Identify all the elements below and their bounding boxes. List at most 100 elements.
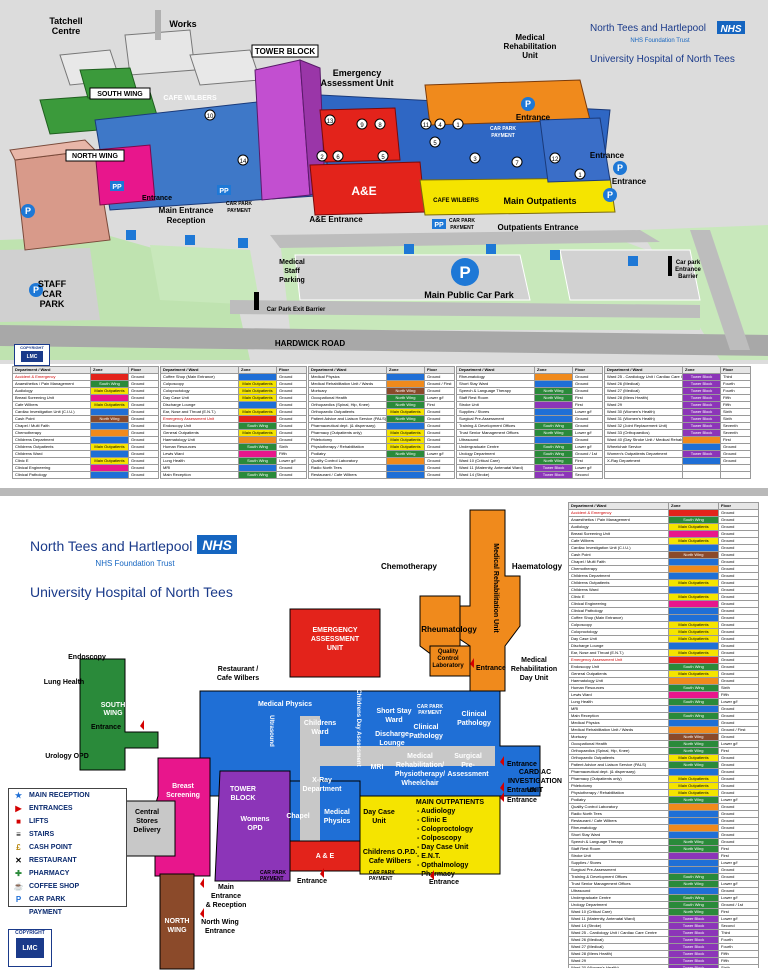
department-cell: Ward 33 (Orthopaedics) bbox=[604, 429, 683, 437]
cafe-wilbers-label: CAFE WILBERS bbox=[433, 198, 479, 204]
svg-text:12: 12 bbox=[552, 157, 559, 163]
floor-cell: Ground bbox=[718, 579, 759, 587]
tower-block-zone bbox=[214, 770, 291, 882]
table-row: Pharmaceutical dept. (& dispensary)Groun… bbox=[308, 422, 455, 430]
carpark-barrier-label: Barrier bbox=[678, 274, 698, 280]
zone-cell: Tower Block bbox=[682, 408, 721, 416]
department-cell: Lung Health bbox=[568, 698, 669, 706]
zone-cell: North Wing bbox=[668, 845, 719, 853]
zone-cell bbox=[668, 705, 719, 713]
floor-cell: Sixth bbox=[718, 684, 759, 692]
floor-cell: Ground bbox=[718, 537, 759, 545]
tower-block-label: BLOCK bbox=[231, 795, 256, 802]
mrdu-label: Rehabilitation bbox=[511, 666, 557, 673]
floor-cell bbox=[720, 464, 751, 472]
svg-text:14: 14 bbox=[240, 159, 247, 165]
south-wing-label: WING bbox=[103, 710, 123, 717]
table-row: Ward 32 (Joint Replacement Unit)Tower Bl… bbox=[604, 422, 751, 430]
aerial-map: P P P P P P PP PP PP 10 13 9 bbox=[0, 0, 768, 364]
zone-cell: Main Outpatients bbox=[668, 628, 719, 636]
road bbox=[270, 230, 660, 248]
ae-label: A&E bbox=[351, 184, 376, 198]
svg-text:4: 4 bbox=[438, 123, 442, 129]
zone-cell bbox=[668, 572, 719, 580]
hospital-name: University Hospital of North Tees bbox=[30, 584, 233, 600]
department-cell: Podiatry bbox=[308, 450, 387, 458]
zone-cell: Tower Block bbox=[668, 922, 719, 930]
floor-cell: Lower g/f bbox=[276, 457, 307, 465]
department-cell: Childrens Outpatients bbox=[568, 579, 669, 587]
svg-text:1: 1 bbox=[456, 123, 460, 129]
zone-cell bbox=[90, 450, 129, 458]
zone-cell bbox=[534, 401, 573, 409]
department-cell: Orthopaedic Outpatients bbox=[568, 754, 669, 762]
floor-cell: Fifth bbox=[720, 394, 751, 402]
zone-cell: South Wing bbox=[668, 894, 719, 902]
legend-item: ✚PHARMACY bbox=[9, 867, 126, 880]
barrier bbox=[668, 256, 672, 276]
road bbox=[690, 230, 750, 350]
department-cell: Orthopaedics (Spinal, Hip, Knee) bbox=[568, 747, 669, 755]
floor-cell: First bbox=[720, 436, 751, 444]
entrance-icon: ▶ bbox=[15, 803, 22, 813]
floor-plan-panel: North Tees and Hartlepool NHS NHS Founda… bbox=[0, 496, 768, 974]
svg-text:7: 7 bbox=[515, 161, 519, 167]
floor-cell: Ground bbox=[276, 415, 307, 423]
floor-cell: Ground bbox=[718, 810, 759, 818]
mrp-label: Wheelchair bbox=[401, 780, 439, 787]
car-park-icon bbox=[613, 161, 627, 175]
car-park-payment-label: CAR PARK bbox=[417, 704, 443, 710]
entrance-label: Entrance bbox=[516, 113, 551, 122]
department-cell: Ward 26 (Medical) bbox=[604, 380, 683, 388]
floor-cell bbox=[720, 471, 751, 479]
car-park-payment-icon bbox=[217, 185, 231, 195]
car-park-icon bbox=[21, 204, 35, 218]
medical-physics-label: Physics bbox=[324, 818, 351, 825]
floor-cell: Ground bbox=[572, 373, 603, 381]
department-cell: Childrens Outpatients bbox=[12, 443, 91, 451]
entrance-label: Entrance bbox=[476, 665, 506, 672]
department-cell: Medical Physics bbox=[308, 373, 387, 381]
svg-text:9: 9 bbox=[360, 123, 364, 129]
table-row: Ear, Nose and Throat (E.N.T.)Main Outpat… bbox=[568, 649, 759, 657]
floor-cell: Ground bbox=[718, 544, 759, 552]
zone-cell bbox=[668, 817, 719, 825]
car-park-payment-icon bbox=[110, 181, 124, 191]
restaurant-label: Restaurant / bbox=[218, 666, 259, 673]
floor-cell: Ground bbox=[572, 380, 603, 388]
medical-physics-label: Medical Physics bbox=[258, 701, 312, 708]
floor-cell: First bbox=[424, 401, 455, 409]
floor-cell: Lower g/f bbox=[424, 394, 455, 402]
department-cell: X-Ray Department bbox=[604, 457, 683, 465]
legend-label: ENTRANCES bbox=[29, 805, 73, 812]
zone-cell bbox=[534, 415, 573, 423]
zone-cell: North Wing bbox=[668, 880, 719, 888]
p-label: P bbox=[617, 163, 623, 173]
floor-cell: Fifth bbox=[718, 691, 759, 699]
